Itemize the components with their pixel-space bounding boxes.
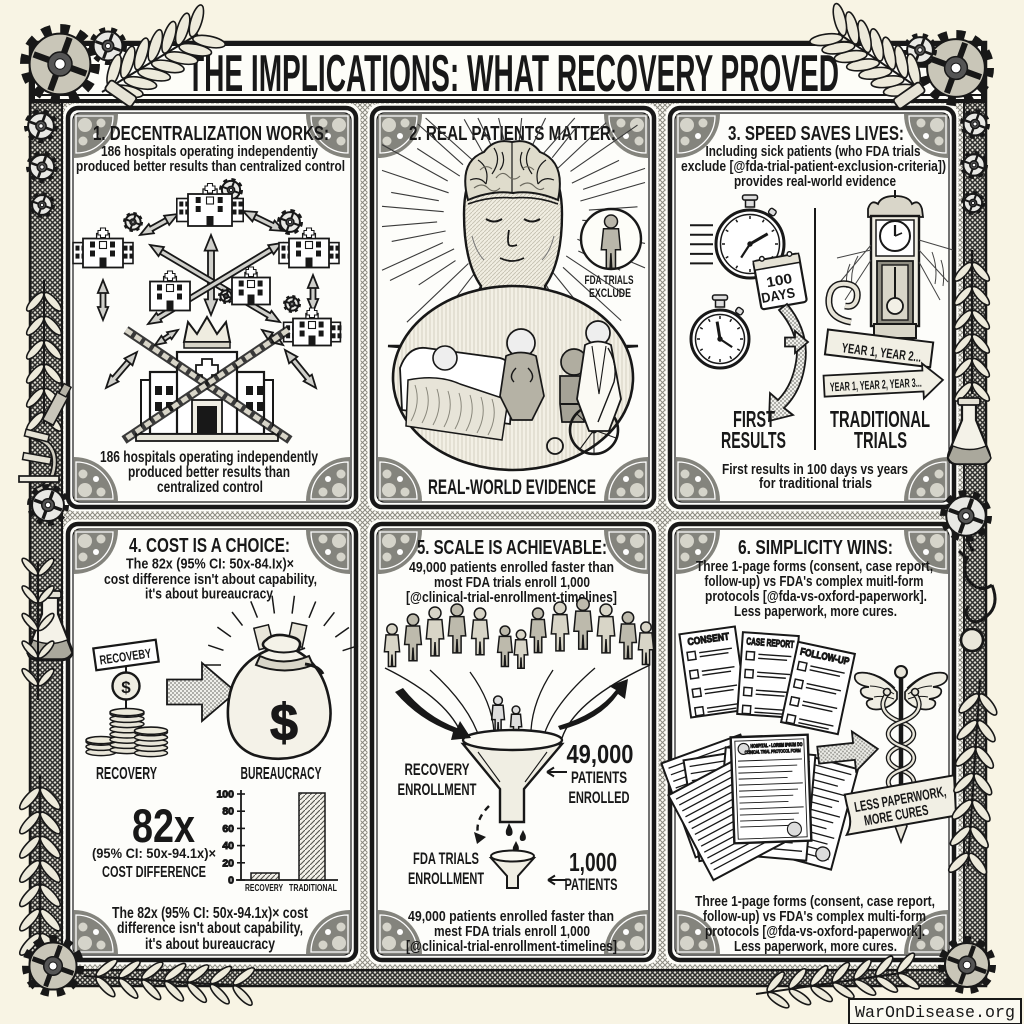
svg-text:RESULTS: RESULTS <box>721 427 786 453</box>
svg-text:cost difference isn't about ca: cost difference isn't about capability, <box>104 572 317 588</box>
svg-text:2. REAL PATIENTS MATTER:: 2. REAL PATIENTS MATTER: <box>409 122 616 145</box>
svg-text:1,000: 1,000 <box>569 847 617 877</box>
svg-text:FIRST: FIRST <box>733 406 775 432</box>
svg-text:Three 1-page forms (consent, c: Three 1-page forms (consent, case report… <box>696 559 933 575</box>
svg-text:49,000: 49,000 <box>567 739 634 769</box>
svg-text:PATIENTS: PATIENTS <box>565 875 618 894</box>
svg-text:for traditional trials: for traditional trials <box>759 475 872 492</box>
svg-text:[@clinical-trial-enrollment-ti: [@clinical-trial-enrollment-timelines] <box>406 590 617 606</box>
svg-text:it's about bureaucracy: it's about bureaucracy <box>145 936 275 953</box>
svg-text:$: $ <box>121 678 131 697</box>
svg-text:The 82x (95% CI: 50x-94.1x)× c: The 82x (95% CI: 50x-94.1x)× cost <box>112 905 308 922</box>
svg-text:(95% CI: 50x-94.1x)×: (95% CI: 50x-94.1x)× <box>92 845 216 861</box>
svg-text:RECOVEBY: RECOVEBY <box>99 645 153 667</box>
svg-text:[@clinical-trial-enrollment-ti: [@clinical-trial-enrollment-timelines] <box>406 939 617 955</box>
svg-text:First results in 100 days vs y: First results in 100 days vs years <box>722 461 908 478</box>
svg-text:Less paperwork, more cures.: Less paperwork, more cures. <box>734 604 897 620</box>
svg-text:TRADITIONAL: TRADITIONAL <box>830 406 930 432</box>
svg-text:$: $ <box>270 694 298 752</box>
svg-text:0: 0 <box>228 875 234 887</box>
svg-text:100: 100 <box>765 270 794 290</box>
svg-text:49,000 patients enrolled faste: 49,000 patients enrolled faster than <box>409 560 614 576</box>
svg-text:FDA TRIALS: FDA TRIALS <box>413 849 479 868</box>
svg-text:186 hospitals operating indepe: 186 hospitals operating independentiy <box>101 143 319 160</box>
svg-text:40: 40 <box>222 840 234 852</box>
svg-text:protocols [@fda-vs-oxford-pape: protocols [@fda-vs-oxford-paperwork]. <box>705 589 927 605</box>
svg-text:produced better results than: produced better results than <box>128 464 290 481</box>
svg-text:exclude [@fda-trial-patient-ex: exclude [@fda-trial-patient-exclusion-cr… <box>681 159 946 175</box>
svg-text:80: 80 <box>222 806 234 818</box>
svg-text:HOSPITAL - LOREM IPSUM DO: HOSPITAL - LOREM IPSUM DO <box>750 742 802 750</box>
svg-text:6. SIMPLICITY WINS:: 6. SIMPLICITY WINS: <box>738 536 893 559</box>
svg-text:centralized control: centralized control <box>157 479 263 496</box>
svg-text:20: 20 <box>222 857 234 869</box>
svg-text:mest FDA trials enroll 1,000: mest FDA trials enroll 1,000 <box>434 924 590 940</box>
svg-text:3. SPEED SAVES LIVES:: 3. SPEED SAVES LIVES: <box>728 122 904 145</box>
svg-text:RECOVERY: RECOVERY <box>245 882 283 894</box>
svg-text:produced better results than c: produced better results than centralized… <box>76 158 345 175</box>
svg-text:1. DECENTRALIZATION WORKS:: 1. DECENTRALIZATION WORKS: <box>93 122 329 145</box>
svg-text:EXCLUDE: EXCLUDE <box>589 286 631 300</box>
svg-text:ENROLLMENT: ENROLLMENT <box>398 780 477 799</box>
svg-text:FDA TRIALS: FDA TRIALS <box>585 273 634 287</box>
svg-text:Three 1-page forms (consent, c: Three 1-page forms (consent, case report… <box>695 894 935 910</box>
svg-text:follow-up) vs FDA's complex mu: follow-up) vs FDA's complex muitl-form <box>705 574 924 590</box>
svg-text:TRADITIONAL: TRADITIONAL <box>289 882 337 894</box>
svg-text:100: 100 <box>216 789 234 801</box>
svg-text:DAYS: DAYS <box>760 284 796 306</box>
svg-text:difference isn't about capabil: difference isn't about capability, <box>117 920 303 937</box>
svg-text:5. SCALE IS ACHIEVABLE:: 5. SCALE IS ACHIEVABLE: <box>417 536 607 559</box>
svg-text:PATIENTS: PATIENTS <box>571 768 627 787</box>
svg-text:TRIALS: TRIALS <box>854 427 907 453</box>
svg-text:it's about bureaucracy: it's about bureaucracy <box>145 587 273 603</box>
svg-text:provides real-world evidence: provides real-world evidence <box>734 174 896 190</box>
svg-text:REAL-WORLD EVIDENCE: REAL-WORLD EVIDENCE <box>428 476 596 499</box>
svg-text:ENROLLED: ENROLLED <box>569 788 630 807</box>
svg-text:Including sick patients (who F: Including sick patients (who FDA trials <box>706 144 921 160</box>
svg-text:RECOVERY: RECOVERY <box>96 763 157 783</box>
svg-text:4. COST IS A CHOICE:: 4. COST IS A CHOICE: <box>129 534 290 557</box>
svg-text:follow-up) vs FDA's complex mu: follow-up) vs FDA's complex multi-form <box>703 909 926 925</box>
svg-text:186 hospitals operating indepe: 186 hospitals operating independently <box>100 449 318 466</box>
svg-text:COST DIFFERENCE: COST DIFFERENCE <box>102 864 206 881</box>
svg-text:60: 60 <box>222 823 234 835</box>
svg-text:CASE REPORT: CASE REPORT <box>746 636 795 650</box>
svg-text:RECOVERY: RECOVERY <box>405 760 470 779</box>
svg-text:THE IMPLICATIONS: WHAT RECOVER: THE IMPLICATIONS: WHAT RECOVERY PROVED <box>187 45 839 103</box>
svg-text:The 82x (95% CI: 50x-84.Ix)×: The 82x (95% CI: 50x-84.Ix)× <box>126 557 294 573</box>
svg-text:YEAR 1, YEAR 2, YEAR 3...: YEAR 1, YEAR 2, YEAR 3... <box>829 376 922 395</box>
svg-text:49,000 patients enrolled faste: 49,000 patients enrolled faster than <box>408 909 614 925</box>
svg-text:most FDA trials enroll 1,000: most FDA trials enroll 1,000 <box>434 575 590 591</box>
svg-text:ENROLLMENT: ENROLLMENT <box>408 869 484 888</box>
svg-text:Less paperwork, more cures.: Less paperwork, more cures. <box>734 939 897 955</box>
svg-text:82x: 82x <box>132 799 195 852</box>
svg-text:CLINICAL TRIAL PROTOCOL FORM: CLINICAL TRIAL PROTOCOL FORM <box>745 748 801 755</box>
svg-text:WarOnDisease.org: WarOnDisease.org <box>855 1004 1015 1023</box>
svg-text:BUREAUCRACY: BUREAUCRACY <box>241 763 322 783</box>
svg-text:protocols [@fda-vs-oxford-pape: protocols [@fda-vs-oxford-paperwork]. <box>705 924 925 940</box>
